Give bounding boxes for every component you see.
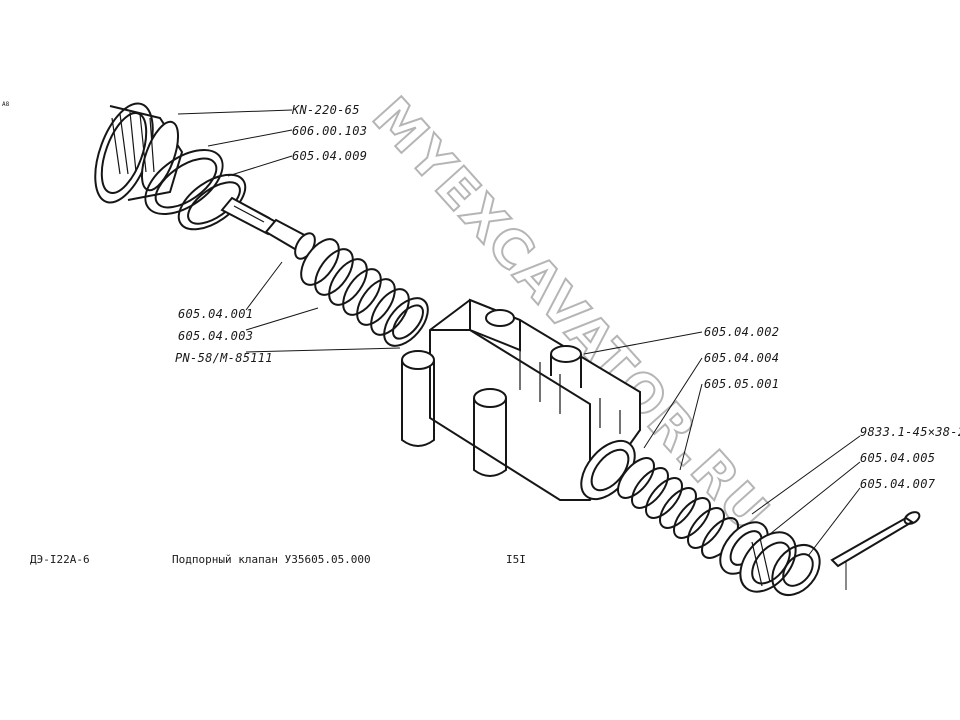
- footer: ДЭ-I22A-6 Подпорный клапан УЗ5605.05.000…: [30, 553, 526, 566]
- label-9833: 9833.1-45×38-2: [860, 425, 960, 439]
- o-ring-pn-58: [383, 297, 429, 347]
- plug-cap-part: [94, 102, 184, 204]
- label-605-04-002: 605.04.002: [704, 325, 779, 339]
- label-605-05-001: 605.05.001: [704, 377, 779, 391]
- spring-605-04-004: [617, 457, 739, 559]
- footer-title: Подпорный клапан УЗ5605.05.000: [172, 553, 371, 566]
- spring-605-04-003: [300, 238, 410, 336]
- label-605-04-001: 605.04.001: [178, 307, 253, 321]
- leader-lines: [177, 109, 861, 590]
- corner-mark: A8: [2, 101, 10, 108]
- label-605-04-007: 605.04.007: [860, 477, 936, 491]
- part-labels: KN-220-65 606.00.103 605.04.009 605.04.0…: [175, 103, 960, 491]
- seal-ring-606-00-103: [144, 149, 224, 215]
- label-605-04-004: 605.04.004: [704, 351, 779, 365]
- parts-group: [94, 102, 921, 597]
- ring-605-04-009: [177, 173, 247, 231]
- nut-605-04-005: [739, 531, 797, 593]
- label-605-04-003: 605.04.003: [178, 329, 253, 343]
- label-605-04-009: 605.04.009: [292, 149, 367, 163]
- label-605-04-005: 605.04.005: [860, 451, 935, 465]
- label-606-00-103: 606.00.103: [292, 124, 367, 138]
- footer-model: ДЭ-I22A-6: [30, 553, 90, 566]
- label-kn-220-65: KN-220-65: [291, 103, 360, 117]
- cotter-pin: [830, 511, 921, 568]
- label-pn-58: PN-58/M-85111: [175, 351, 273, 365]
- footer-page: I5I: [506, 553, 526, 566]
- stem-605-04-001: [220, 196, 316, 260]
